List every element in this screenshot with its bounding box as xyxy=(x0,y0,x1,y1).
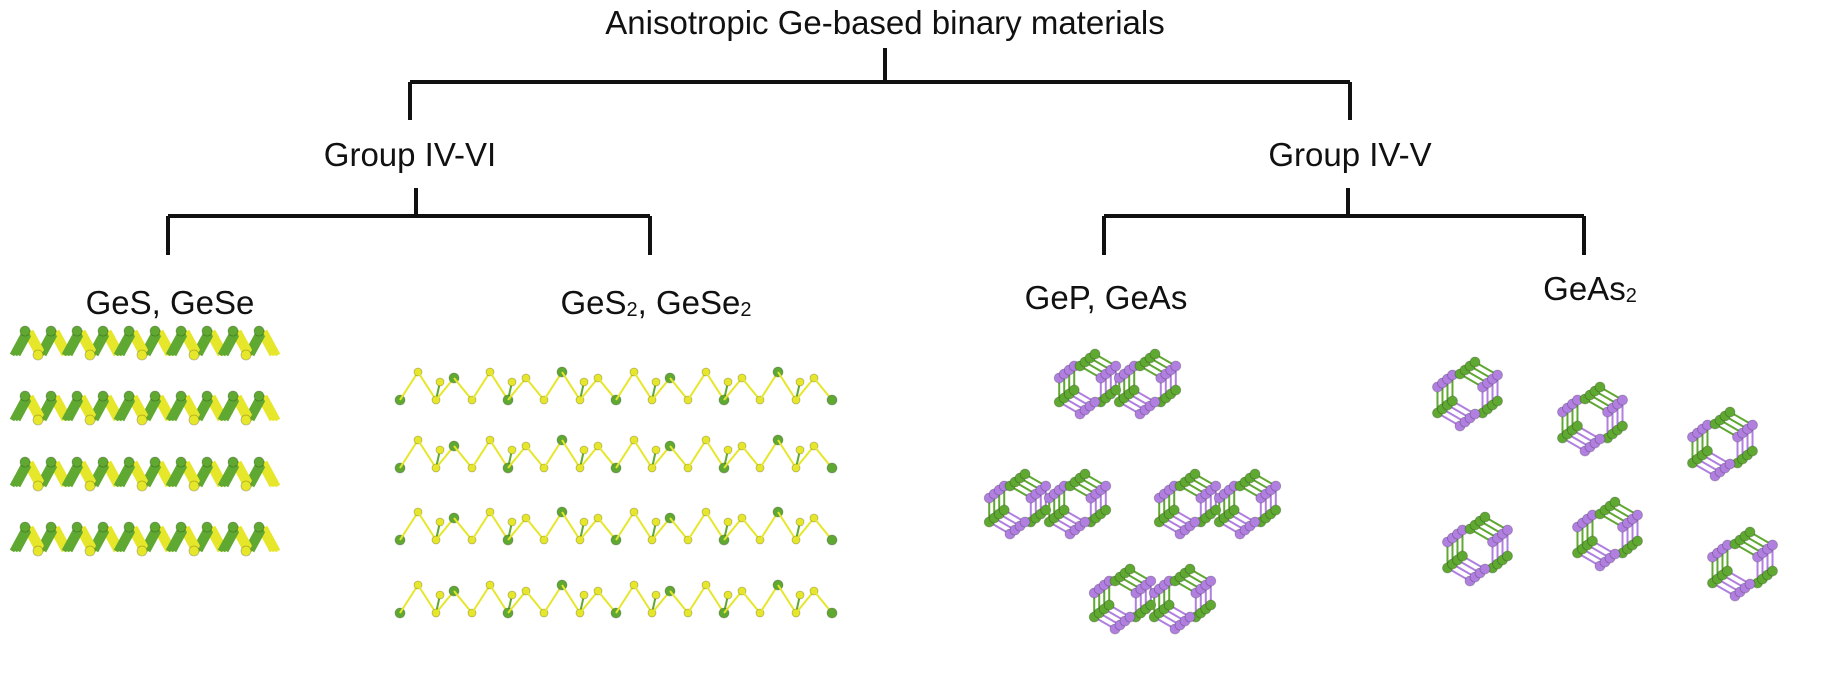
group-label-iv-v: Group IV-V xyxy=(1268,136,1432,173)
group-label-iv-vi: Group IV-VI xyxy=(323,136,497,173)
group-iv-v-connector xyxy=(1102,188,1586,255)
root-connector xyxy=(408,48,1352,120)
material-label-ges-gese: GeS, GeSe xyxy=(85,284,255,321)
structure-geas2 xyxy=(1432,356,1778,602)
material-label-gep-geas: GeP, GeAs xyxy=(1024,279,1188,316)
structure-gep-geas xyxy=(983,348,1282,635)
structure-ges2-gese2 xyxy=(394,366,838,619)
crystal-structure-renders xyxy=(9,325,1778,635)
material-label-ges2-gese2: GeS2, GeSe2 xyxy=(560,284,752,321)
diagram-title: Anisotropic Ge-based binary materials xyxy=(605,4,1165,41)
structure-ges-gese xyxy=(9,325,281,557)
group-iv-vi-connector xyxy=(166,188,652,255)
material-label-geas2: GeAs2 xyxy=(1543,270,1637,307)
